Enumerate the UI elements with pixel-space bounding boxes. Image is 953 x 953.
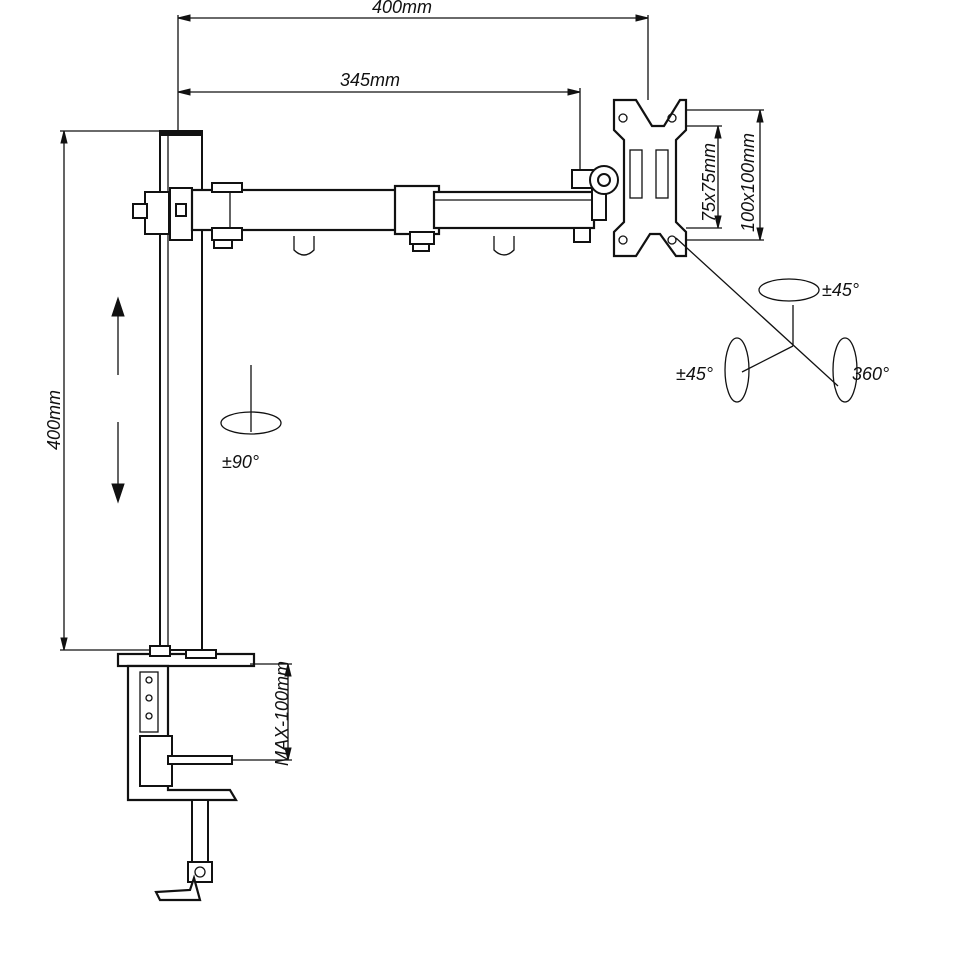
dimension-clamp: MAX-100mm (232, 661, 292, 766)
label-tilt-pm45: ±45° (822, 280, 859, 300)
label-max-100mm: MAX-100mm (272, 661, 292, 766)
desk-clamp (116, 645, 256, 902)
rotation-ellipse-icon (724, 337, 750, 403)
dimension-arm-reach-plate: 345mm (177, 70, 581, 170)
label-100x100mm: 100x100mm (738, 133, 758, 232)
arm-assembly (132, 165, 619, 256)
vesa-plate (612, 98, 688, 258)
rotation-indicators: ±45° ±45° 360° (675, 237, 889, 403)
label-swivel-pm45: ±45° (676, 364, 713, 384)
rotation-ellipse-icon (220, 411, 282, 435)
label-400mm-left: 400mm (44, 390, 64, 450)
dimension-vesa: 75x75mm 100x100mm (686, 109, 764, 241)
up-arrow-icon (111, 296, 125, 317)
label-360: 360° (852, 364, 889, 384)
label-345mm: 345mm (340, 70, 400, 90)
down-arrow-icon (111, 483, 125, 504)
label-pm90: ±90° (222, 452, 259, 472)
rotation-ellipse-icon (832, 337, 858, 403)
dimension-pole-height: 400mm (44, 130, 160, 651)
dimension-arm-reach-total: 400mm (177, 0, 649, 130)
height-adjust-arrows (111, 296, 125, 504)
pole-swivel-indicator: ±90° (220, 365, 282, 472)
label-75x75mm: 75x75mm (699, 143, 719, 222)
label-400mm-top: 400mm (372, 0, 432, 17)
rotation-ellipse-icon (758, 278, 820, 302)
